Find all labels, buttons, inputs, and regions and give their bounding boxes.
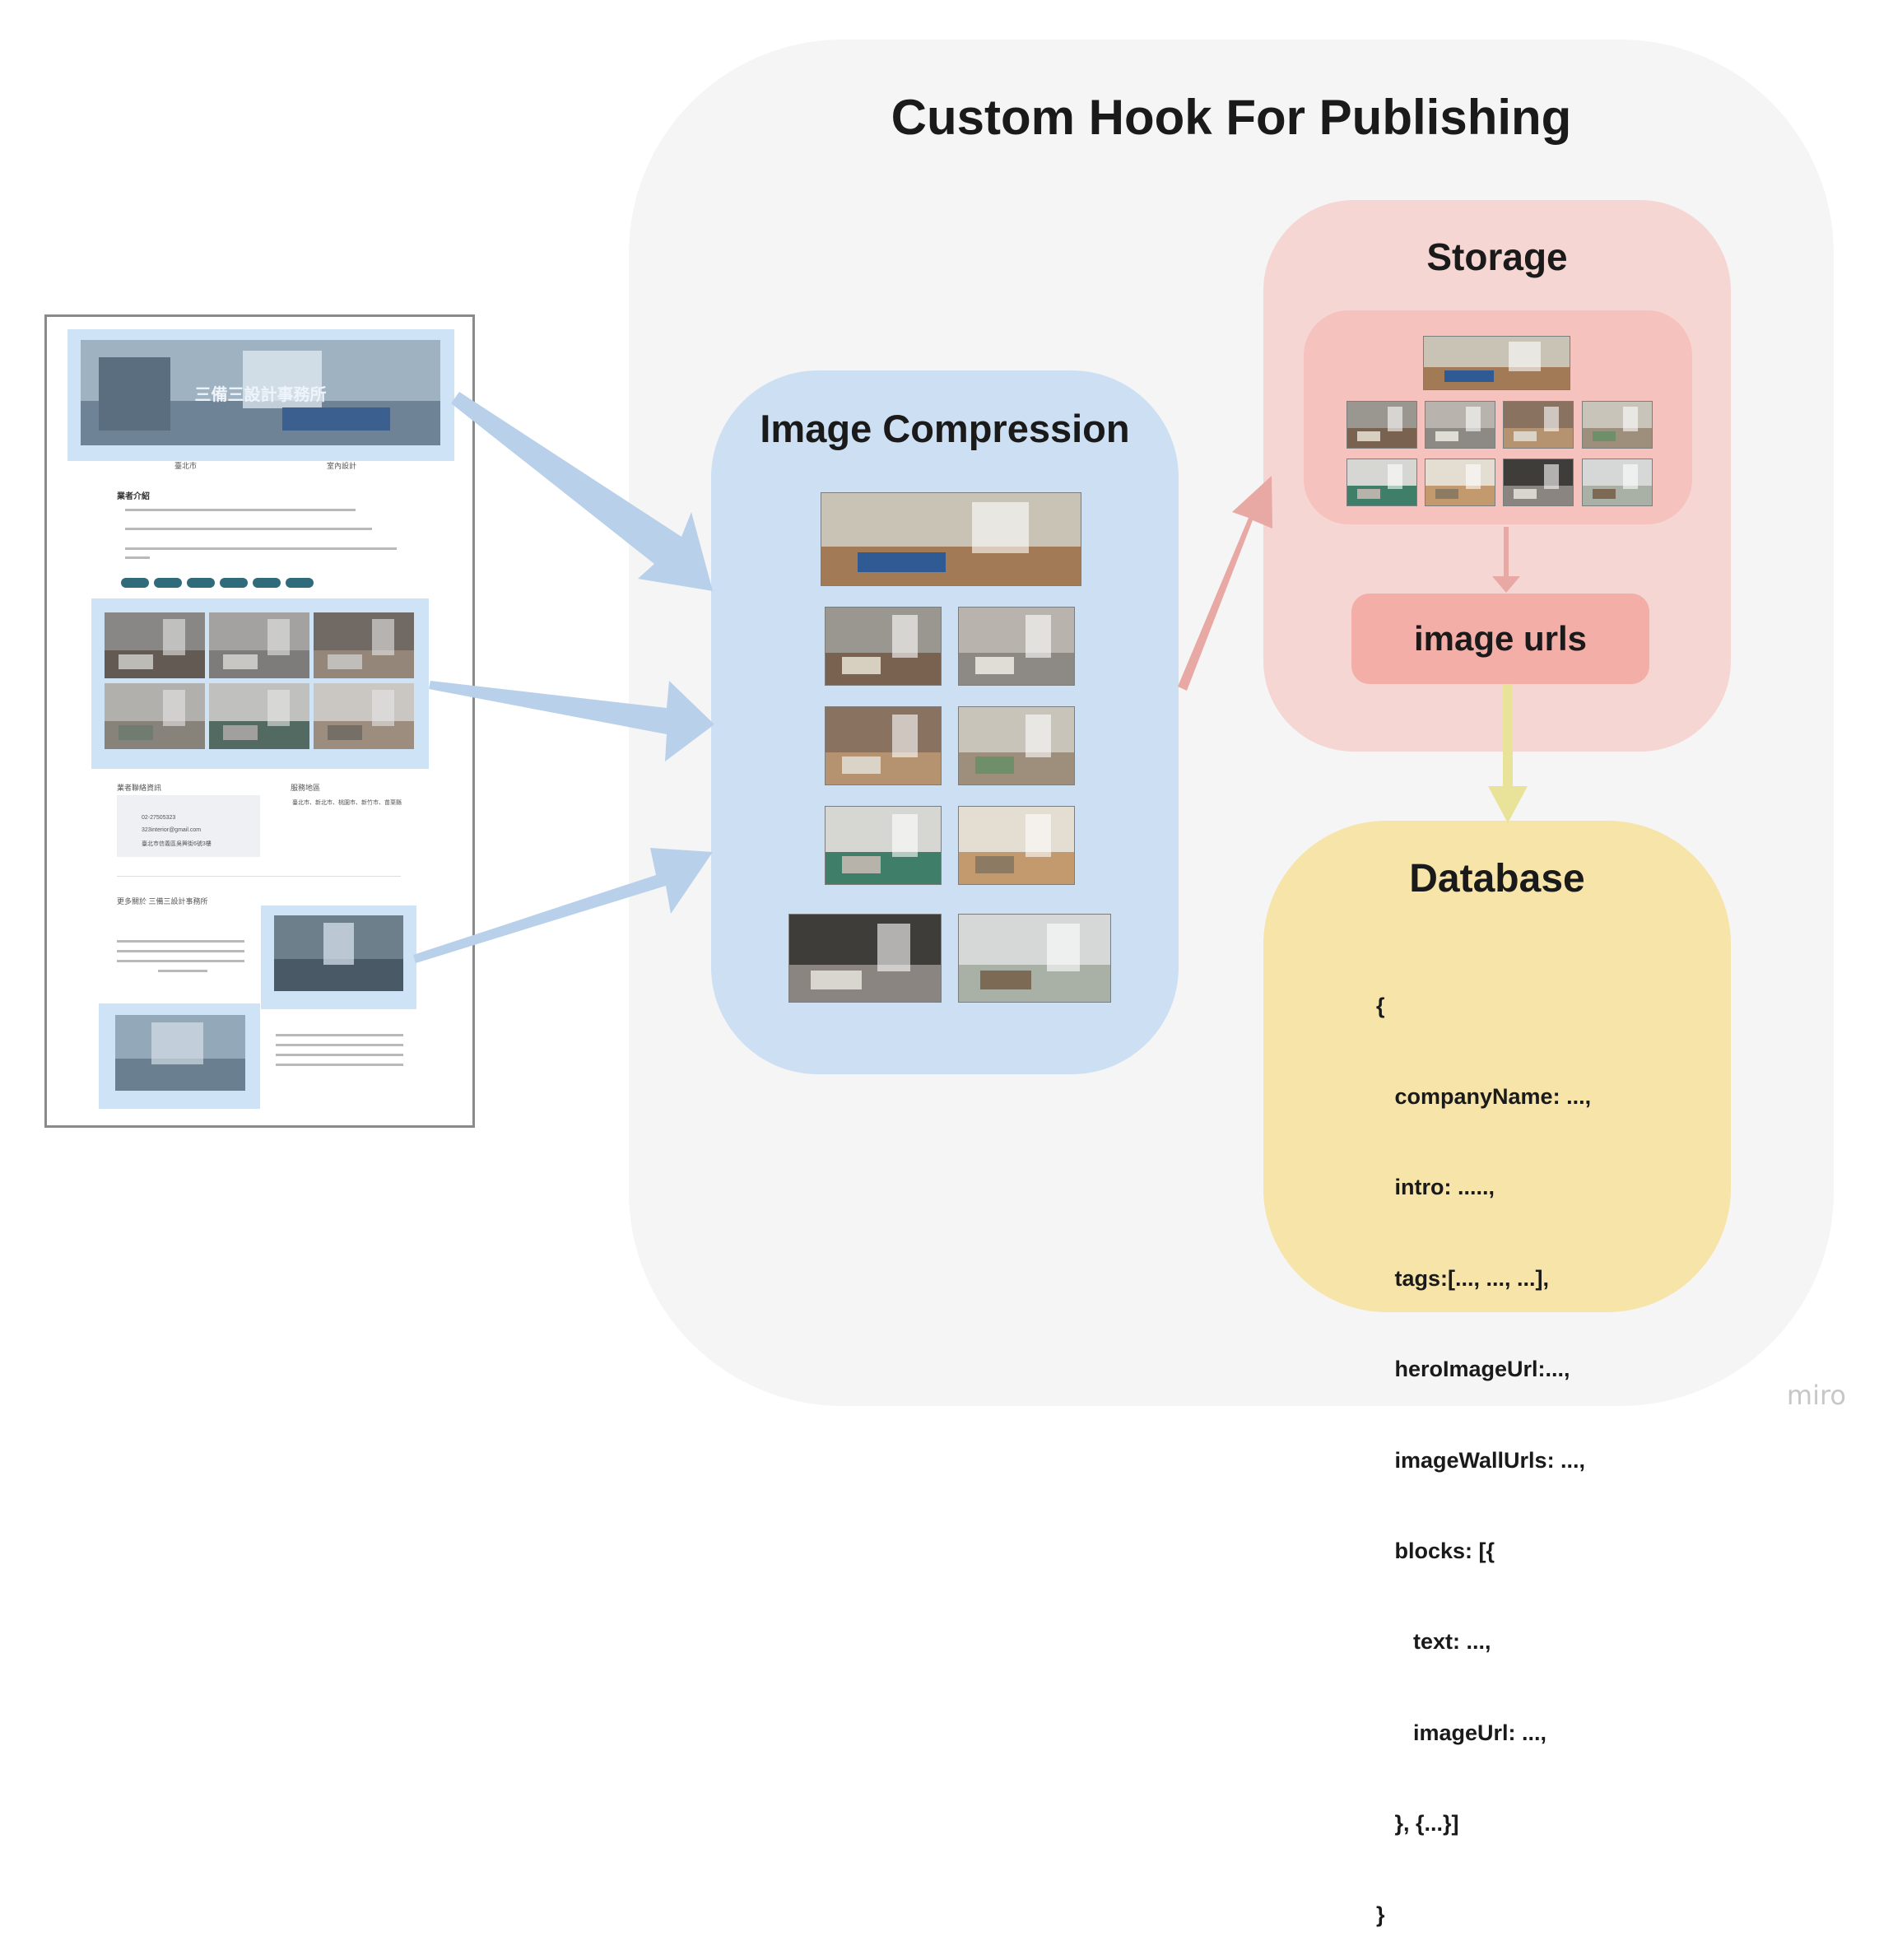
text-line (158, 970, 207, 972)
compressed-image (788, 914, 942, 1003)
wall-image (209, 612, 309, 678)
stored-image (1503, 401, 1574, 449)
tag-chip (220, 578, 248, 588)
text-line (117, 960, 244, 962)
schema-line: }, {...}] (1376, 1811, 1459, 1837)
location-label: 臺北市 (174, 462, 198, 470)
arrow-storage-to-urls (1492, 527, 1520, 593)
stored-image (1346, 459, 1417, 506)
hero-company-name: 三備三設計事務所 (194, 386, 327, 404)
compressed-image (825, 806, 942, 885)
text-line (276, 1044, 403, 1046)
text-line (125, 556, 150, 559)
stored-hero-image (1423, 336, 1570, 390)
wall-image (314, 612, 414, 678)
schema-line: imageUrl: ..., (1376, 1720, 1547, 1745)
schema-line: companyName: ..., (1376, 1083, 1592, 1109)
schema-line: } (1376, 1902, 1385, 1927)
compressed-hero-image (821, 492, 1081, 586)
stored-image (1425, 459, 1495, 506)
database-title: Database (1409, 857, 1585, 901)
text-line (276, 1054, 403, 1056)
wall-image (105, 683, 205, 749)
flow-arrows (413, 392, 1528, 963)
arrow-compression-to-storage (1178, 476, 1272, 691)
text-line (125, 528, 372, 530)
category-label: 室內設計 (327, 462, 357, 470)
stored-image (1346, 401, 1417, 449)
database-box (1263, 821, 1731, 1312)
schema-line: { (1376, 993, 1385, 1018)
compressed-image (958, 806, 1075, 885)
text-line (117, 940, 244, 943)
arrow-urls-to-database (1488, 684, 1528, 823)
wall-image (209, 683, 309, 749)
compressed-image (958, 607, 1075, 686)
contact-card (117, 795, 260, 857)
arrow-wall-to-compression (429, 681, 714, 761)
schema-line: heroImageUrl:..., (1376, 1357, 1570, 1382)
text-line (276, 1034, 403, 1036)
hero-image: 三備三設計事務所 (81, 340, 440, 445)
storage-title: Storage (1426, 235, 1568, 278)
image-urls-node: image urls (1351, 594, 1649, 684)
contact-heading: 業者聯絡資訊 (117, 784, 162, 792)
text-line (125, 509, 356, 511)
more-heading: 更多關於 三備三設計事務所 (117, 897, 208, 906)
block-image (274, 915, 403, 991)
intro-heading: 業者介紹 (117, 492, 150, 501)
compressed-image (825, 706, 942, 785)
schema-line: text: ..., (1376, 1629, 1491, 1655)
image-compression-title: Image Compression (760, 407, 1130, 450)
contact-phone: 02-27505323 (142, 815, 176, 821)
text-line (125, 547, 397, 550)
schema-line: tags:[..., ..., ...], (1376, 1265, 1550, 1291)
tag-chip (286, 578, 314, 588)
compressed-image (825, 607, 942, 686)
service-heading: 服務地區 (291, 784, 321, 792)
stored-image (1582, 459, 1653, 506)
compressed-image (958, 706, 1075, 785)
text-line (276, 1064, 403, 1066)
contact-email: 323interior@gmail.com (142, 827, 202, 833)
tag-chip (121, 578, 149, 588)
stored-image (1582, 401, 1653, 449)
compressed-image (958, 914, 1111, 1003)
wall-image (314, 683, 414, 749)
schema-line: blocks: [{ (1376, 1538, 1495, 1563)
arrow-block-to-compression (413, 848, 713, 963)
stored-image (1425, 401, 1495, 449)
region-title: Custom Hook For Publishing (891, 90, 1572, 145)
schema-line: intro: ....., (1376, 1175, 1495, 1200)
service-area-text: 臺北市、新北市、桃園市、新竹市、苗栗縣 (292, 800, 402, 806)
tag-chip (253, 578, 281, 588)
contact-address: 臺北市信義區吳興街6號3樓 (142, 841, 212, 847)
miro-logo: miro (1786, 1380, 1846, 1411)
wall-image (105, 612, 205, 678)
text-line (117, 950, 244, 952)
stored-image (1503, 459, 1574, 506)
divider (117, 876, 401, 877)
tag-chip (154, 578, 182, 588)
tag-chip (187, 578, 215, 588)
arrow-hero-to-compression (451, 392, 713, 591)
block-image (115, 1015, 245, 1091)
schema-line: imageWallUrls: ..., (1376, 1447, 1586, 1473)
